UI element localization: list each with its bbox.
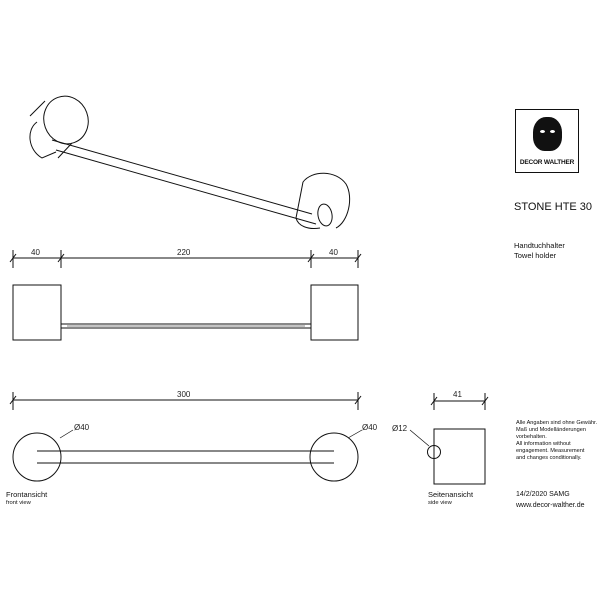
dim-diameter-right: Ø40: [362, 423, 378, 432]
side-view: [409, 393, 489, 485]
logo-text: DECOR WALTHER: [519, 159, 575, 166]
front-view: [12, 429, 363, 482]
side-view-label-en: side view: [428, 500, 452, 506]
date-code: 14/2/2020 SAMG: [516, 491, 570, 498]
dim-top-middle: 220: [177, 248, 191, 257]
top-view-right-block: [310, 284, 359, 341]
dim-diameter-left: Ø40: [74, 423, 90, 432]
side-view-label-de: Seitenansicht: [428, 490, 474, 499]
front-view-label-en: front view: [6, 500, 31, 506]
top-view-left-block: [12, 284, 62, 341]
product-type-de: Handtuchhalter: [514, 241, 565, 250]
note-line: Maß und Modelländerungen: [516, 427, 586, 433]
website-link[interactable]: www.decor-walther.de: [516, 502, 585, 509]
dim-side-bar-diameter: Ø12: [392, 424, 408, 433]
front-dimension-line: [9, 392, 362, 410]
note-line: engagement. Measurement: [516, 448, 585, 454]
front-view-right-disc: [309, 432, 359, 482]
dim-side-depth: 41: [453, 390, 462, 399]
front-view-left-disc: [12, 432, 62, 482]
perspective-bar: [51, 139, 317, 225]
note-line: and changes conditionally.: [516, 455, 582, 461]
disclaimer-notes: Alle Angaben sind ohne Gewähr. Maß und M…: [516, 420, 606, 462]
front-view-label-de: Frontansicht: [6, 490, 48, 499]
dim-overall: 300: [177, 390, 191, 399]
lion-head-icon: [533, 117, 562, 151]
brand-logo: DECOR WALTHER: [515, 109, 579, 173]
dim-top-left: 40: [31, 248, 40, 257]
dim-top-right: 40: [329, 248, 338, 257]
perspective-right-disc-front: [317, 203, 333, 227]
top-dimension-lines: [9, 250, 362, 268]
side-view-bar-section: [427, 445, 441, 459]
side-view-block: [433, 428, 486, 485]
perspective-left-disc-back: [43, 95, 89, 145]
top-view: [12, 284, 359, 341]
note-line: vorbehalten.: [516, 434, 547, 440]
note-line: All information without: [516, 441, 571, 447]
note-line: Alle Angaben sind ohne Gewähr.: [516, 420, 598, 426]
perspective-left-disc-body: [29, 121, 57, 159]
perspective-view: [29, 95, 351, 229]
product-type-en: Towel holder: [514, 251, 557, 260]
product-name: STONE HTE 30: [514, 201, 593, 213]
perspective-right-disc-body: [295, 172, 351, 229]
